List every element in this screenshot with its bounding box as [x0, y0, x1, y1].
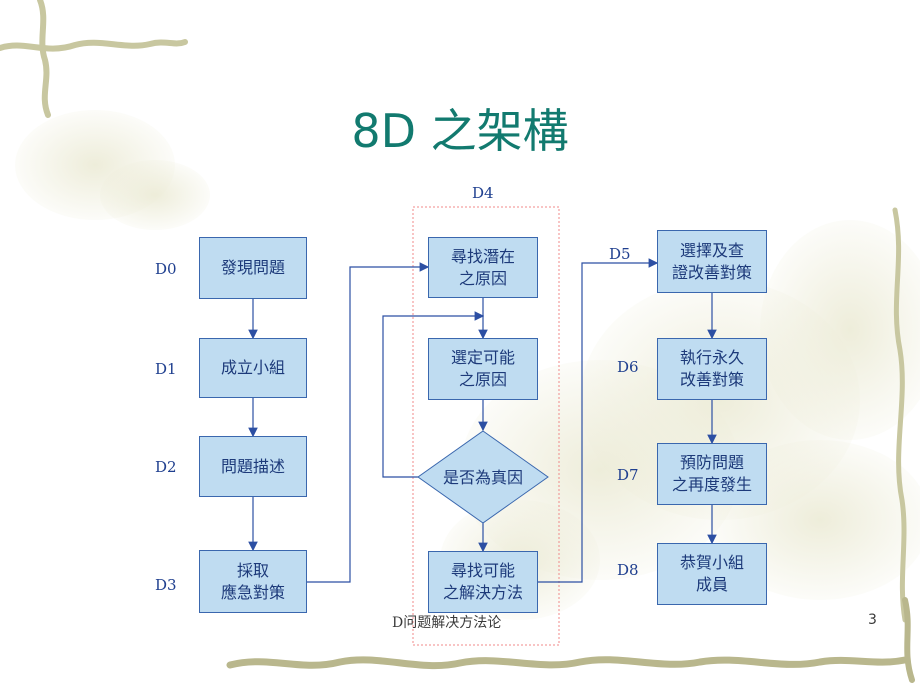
box-prevent-recurrence: 預防問題 之再度發生: [657, 443, 767, 505]
box-form-team: 成立小組: [199, 338, 307, 398]
box-permanent-action: 執行永久 改善對策: [657, 338, 767, 400]
d4-label: D4: [472, 184, 494, 202]
box-emergency-action: 採取 應急對策: [199, 550, 307, 613]
stage-label-d3: D3: [155, 576, 177, 594]
arrow-d4-d5: [538, 258, 659, 583]
box-find-solution: 尋找可能 之解決方法: [428, 551, 538, 613]
stage-label-d2: D2: [155, 458, 177, 476]
arrow-feedback-loop: [382, 311, 485, 478]
stage-label-d1: D1: [155, 360, 177, 378]
arrow-d3-d4: [306, 262, 430, 583]
footer-text: D问题解决方法论: [392, 615, 502, 631]
stage-label-d6: D6: [617, 358, 639, 376]
page-number: 3: [868, 612, 877, 628]
decision-diamond: [417, 430, 549, 524]
slide-title: 8D 之架構: [351, 104, 569, 158]
box-discover-problem: 發現問題: [199, 237, 307, 299]
stage-label-d7: D7: [617, 466, 639, 484]
box-choose-cause: 選定可能 之原因: [428, 338, 538, 400]
box-select-verify: 選擇及查 證改善對策: [657, 230, 767, 293]
box-find-root-cause: 尋找潛在 之原因: [428, 237, 538, 298]
stage-label-d0: D0: [155, 260, 177, 278]
box-congratulate-team: 恭賀小組 成員: [657, 543, 767, 605]
decision-is-true-cause: 是否為真因: [442, 468, 523, 487]
stage-label-d8: D8: [617, 561, 639, 579]
stage-label-d5: D5: [609, 245, 631, 263]
box-describe-problem: 問題描述: [199, 436, 307, 497]
d4-group-frame: [412, 206, 560, 646]
